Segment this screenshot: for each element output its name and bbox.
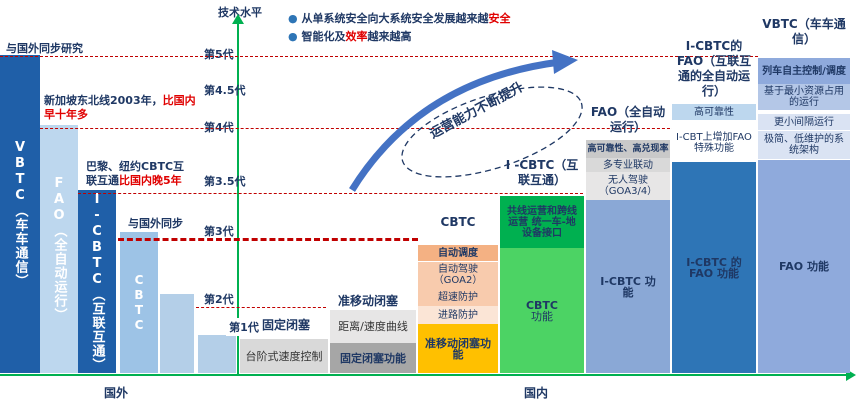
level-line-3-5 <box>78 193 583 194</box>
fao-item-2: 多专业联动 <box>586 158 670 172</box>
vbtc-foreign-bar: VBTC（车车通信） <box>0 55 40 373</box>
singapore-note: 新加坡东北线2003年，比国内 早十年多 <box>44 94 196 121</box>
fao-foreign-label: FAO（全自动运行） <box>51 176 67 322</box>
capability-arrow-head <box>552 50 578 74</box>
quasi-moving-header: 准移动闭塞 <box>338 294 399 308</box>
icbtc-top: 共线运营和跨线运营 统一车-地设备接口 <box>500 196 584 248</box>
fao-base: I-CBTC 功能 <box>586 200 670 373</box>
fixed-block-content: 台阶式速度控制 <box>240 339 328 373</box>
cbtc-footer: 准移动闭塞功能 <box>418 324 498 373</box>
icbtc-fao-item-1: 高可靠性 <box>672 104 756 120</box>
y-axis-arrowhead <box>232 14 244 24</box>
cbtc-foreign-label: CBTC <box>132 272 146 333</box>
cbtc-item-3: 超速防护 <box>418 288 498 306</box>
bullet-item-1: ● 从单系统安全向大系统安全发展越来越安全 <box>288 12 511 25</box>
x-axis-line <box>0 374 848 376</box>
tier-label-3: 第3代 <box>204 225 234 238</box>
fao-header: FAO（全自动运行） <box>590 105 666 134</box>
cbtc-foreign-bar: CBTC <box>120 232 158 373</box>
tier-label-5: 第5代 <box>204 48 234 61</box>
vbtc-item-4: 极简、低维护的系统架构 <box>758 131 850 159</box>
quasi-moving-content: 距离/速度曲线 <box>330 310 416 343</box>
tier-label-2: 第2代 <box>204 293 234 306</box>
x-label-foreign: 国外 <box>104 386 129 400</box>
icbtc-fao-item-2: I-CBT上增加FAO特殊功能 <box>672 126 756 160</box>
cbtc-item-4: 进路防护 <box>418 306 498 324</box>
bullet-dot: ● <box>288 30 298 43</box>
fao-foreign-bar: FAO（全自动运行） <box>40 125 78 373</box>
icbtc-fao-base: I-CBTC 的FAO 功能 <box>672 162 756 373</box>
vbtc-item-1: 列车自主控制/调度 <box>758 58 850 84</box>
fixed-block-header: 固定闭塞 <box>262 318 311 332</box>
icbtc-header: I -CBTC（互联互通） <box>505 158 579 187</box>
icbtc-base-sub: 功能 <box>531 309 553 323</box>
quasi-moving-footer: 固定闭塞功能 <box>330 343 416 373</box>
level-line-5 <box>0 56 758 57</box>
icbtc-base-title: CBTC <box>525 298 559 312</box>
bullet-list: ● 从单系统安全向大系统安全发展越来越安全 ● 智能化及效率越来越高 <box>288 10 510 46</box>
icbtc-foreign-bar: I-CBTC（互联互通） <box>78 190 116 373</box>
small-foreign-bar-1 <box>160 294 194 373</box>
x-axis-arrowhead <box>846 369 856 381</box>
cbtc-item-1: 自动调度 <box>418 245 498 261</box>
y-axis-title: 技术水平 <box>218 6 262 19</box>
paris-note: 巴黎、纽约CBTC互 联互通比国内晚5年 <box>86 160 185 187</box>
fao-item-3: 无人驾驶（GOA3/4） <box>586 172 670 200</box>
y-axis-line <box>237 22 239 375</box>
fao-item-1: 高可靠性、高兑现率 <box>586 140 670 158</box>
level-line-3 <box>118 238 418 241</box>
cbtc-header: CBTC <box>440 215 476 229</box>
bullet-dot: ● <box>288 12 298 25</box>
vbtc-header: VBTC（车车通信） <box>762 17 846 46</box>
level-line-4 <box>40 128 680 129</box>
tier-label-4-5: 第4.5代 <box>204 84 246 97</box>
x-label-domestic: 国内 <box>524 386 549 400</box>
level-line-2 <box>196 307 326 308</box>
vbtc-item-2: 基于最小资源占用的运行 <box>758 84 850 110</box>
icbtc-foreign-label: I-CBTC（互联互通） <box>89 191 105 372</box>
tier-label-3-5: 第3.5代 <box>204 175 246 188</box>
vbtc-item-3: 更小间隔运行 <box>758 114 850 130</box>
gen1-label: 第1代 <box>226 318 262 336</box>
vbtc-base: FAO 功能 <box>758 160 850 373</box>
capability-arrow-path <box>349 58 561 192</box>
icbtc-base: CBTC 功能 <box>500 248 584 373</box>
cbtc-item-2: 自动驾驶（GOA2） <box>418 262 498 288</box>
sync-research-note: 与国外同步研究 <box>6 42 83 55</box>
capability-ellipse <box>401 86 583 178</box>
icbtc-fao-header: I-CBTC的FAO（互联互通的全自动运行） <box>676 39 752 98</box>
tier-label-4: 第4代 <box>204 121 234 134</box>
small-foreign-bar-2 <box>198 335 236 373</box>
sync-foreign-note: 与国外同步 <box>128 217 183 230</box>
bullet-item-2: ● 智能化及效率越来越高 <box>288 30 412 43</box>
vbtc-foreign-label: VBTC（车车通信） <box>12 140 28 288</box>
